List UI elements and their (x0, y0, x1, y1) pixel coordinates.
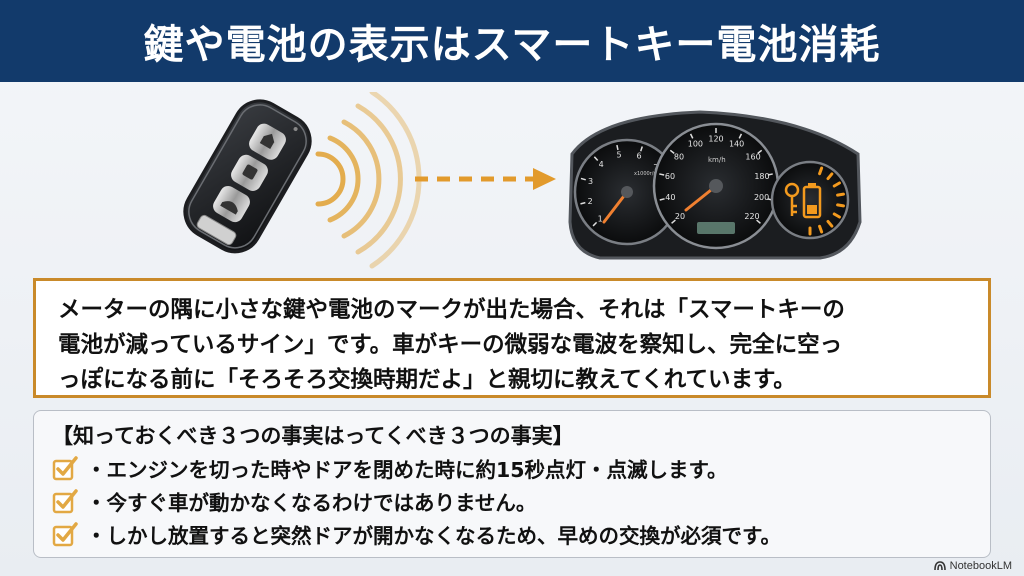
dashed-arrow-icon (415, 168, 556, 190)
warning-gauge-tick (826, 219, 834, 228)
explanation-box: メーターの隅に小さな鍵や電池のマークが出た場合、それは「スマートキーの 電池が減… (33, 278, 991, 398)
warning-gauge-tick (818, 224, 824, 234)
warning-gauge-tick (818, 166, 824, 176)
explanation-line-1: メーターの隅に小さな鍵や電池のマークが出た場合、それは「スマートキーの (58, 297, 845, 323)
dashboard-meter-icon: 12345678 x1000r/min 20406080100120140160… (568, 110, 862, 260)
speed-tick-label: 220 (744, 212, 759, 221)
speed-tick-mark (756, 219, 761, 224)
facts-box: 【知っておくべき３つの事実はってくべき３つの事実】 ・エンジンを切った時やドアを… (33, 410, 991, 558)
speed-tick-label: 40 (665, 193, 675, 202)
tach-tick-mark (639, 146, 643, 152)
speed-tick-label: 200 (754, 193, 769, 202)
speed-tick-label: 120 (708, 135, 723, 144)
speed-tick-label: 160 (745, 153, 760, 162)
tach-tick-mark (580, 177, 586, 181)
explanation-line-3: っぽになる前に「そろそろ交換時期だよ」と親切に教えてくれています。 (58, 367, 796, 393)
watermark: NotebookLM (933, 560, 1012, 572)
speed-unit-label: km/h (708, 156, 726, 164)
fact-item: ・今すぐ車が動かなくなるわけではありません。 (52, 484, 972, 517)
illustration: 12345678 x1000r/min 20406080100120140160… (0, 89, 1024, 272)
speed-tick-label: 100 (688, 139, 703, 148)
speed-tick-label: 80 (674, 153, 684, 162)
fact-text: ・今すぐ車が動かなくなるわけではありません。 (86, 490, 537, 515)
speed-tick-mark (659, 173, 665, 176)
fact-item: ・しかし放置すると突然ドアが開かなくなるため、早めの交換が必須です。 (52, 517, 972, 550)
speed-tick-label: 180 (754, 172, 769, 181)
tach-tick-label: 4 (599, 160, 604, 169)
warning-gauge-tick (832, 212, 841, 219)
fact-item: ・エンジンを切った時やドアを閉めた時に約15秒点灯・点滅します。 (52, 451, 972, 484)
tach-tick-mark (616, 144, 619, 151)
key-warning-icon (784, 182, 800, 216)
facts-heading: 【知っておくべき３つの事実はってくべき３つの事実】 (52, 424, 574, 448)
odometer-display (697, 222, 735, 234)
page-title: 鍵や電池の表示はスマートキー電池消耗 (143, 22, 881, 68)
explanation-line-2: 電池が減っているサイン」です。車がキーの微弱な電波を察知し、完全に空っ (58, 332, 843, 358)
tach-tick-label: 2 (588, 197, 593, 206)
warning-gauge-tick (832, 181, 841, 188)
checkbox-checked-icon (52, 521, 78, 546)
signal-waves-icon (315, 89, 422, 269)
speed-tick-mark (671, 219, 676, 224)
fact-text: ・しかし放置すると突然ドアが開かなくなるため、早めの交換が必須です。 (86, 523, 781, 548)
tach-tick-mark (580, 201, 586, 205)
warning-gauge-ticks (808, 166, 845, 236)
speed-tick-mark (738, 133, 743, 139)
smart-key-fob-icon (183, 99, 312, 254)
tach-unit-label: x1000r/min (634, 171, 663, 177)
checkbox-checked-icon (52, 488, 78, 513)
checkbox-checked-icon (52, 455, 78, 480)
tach-tick-label: 3 (588, 177, 593, 186)
watermark-label: NotebookLM (949, 560, 1012, 572)
tach-tick-mark (592, 221, 598, 227)
speed-tick-mark (659, 198, 665, 201)
warning-gauge-tick (826, 172, 834, 181)
speed-tick-mark (669, 149, 675, 154)
tach-tick-label: 1 (598, 215, 603, 224)
warning-gauge-tick (836, 192, 845, 197)
speed-tick-mark (689, 133, 694, 139)
illustration-svg: 12345678 x1000r/min 20406080100120140160… (183, 89, 862, 269)
tach-tick-mark (593, 156, 599, 161)
speed-tick-mark (757, 149, 763, 154)
battery-warning-icon (802, 183, 822, 219)
speed-tick-label: 60 (665, 172, 675, 181)
notebooklm-logo-icon (933, 561, 946, 571)
warning-gauge-tick (836, 203, 845, 208)
speed-tick-mark (767, 173, 773, 176)
fact-text: ・エンジンを切った時やドアを閉めた時に約15秒点灯・点滅します。 (86, 457, 728, 482)
speed-tick-label: 140 (729, 139, 744, 148)
tach-tick-label: 5 (616, 151, 621, 160)
speed-tick-label: 20 (675, 212, 685, 221)
tach-tick-label: 6 (637, 152, 642, 161)
header-banner: 鍵や電池の表示はスマートキー電池消耗 (0, 0, 1024, 82)
